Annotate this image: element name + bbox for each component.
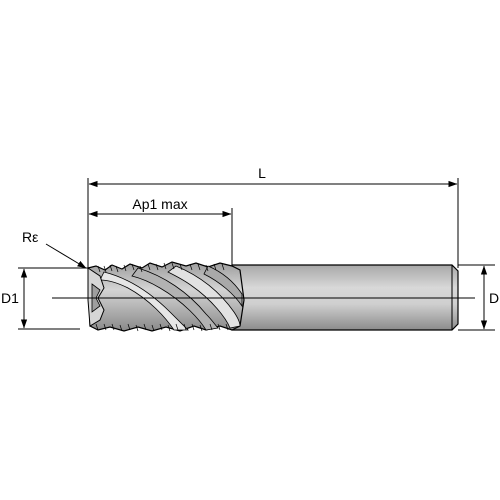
dimension-shank-diameter: D [480,265,499,330]
end-mill-tool [87,261,459,332]
dimension-max-depth-of-cut: Ap1 max [88,196,232,218]
roughing-serrations-top [97,262,225,273]
label-corner-radius: Rε [22,229,38,245]
dimension-overall-length: L [88,165,458,188]
label-max-depth-of-cut: Ap1 max [132,196,187,212]
extension-lines [18,178,495,331]
flute-helix-1 [99,271,189,331]
roughing-serrations-bottom [95,323,229,332]
dimension-cutting-diameter: D1 [1,268,28,329]
label-cutting-diameter: D1 [1,290,19,306]
leader-line-corner-radius [45,243,87,269]
label-overall-length: L [258,165,266,181]
flute-helix-3 [167,265,241,329]
flute-helix-4 [203,265,243,308]
dimension-corner-radius: Rε [22,229,87,269]
label-shank-diameter: D [489,290,499,306]
flute-helix-2 [131,267,219,331]
